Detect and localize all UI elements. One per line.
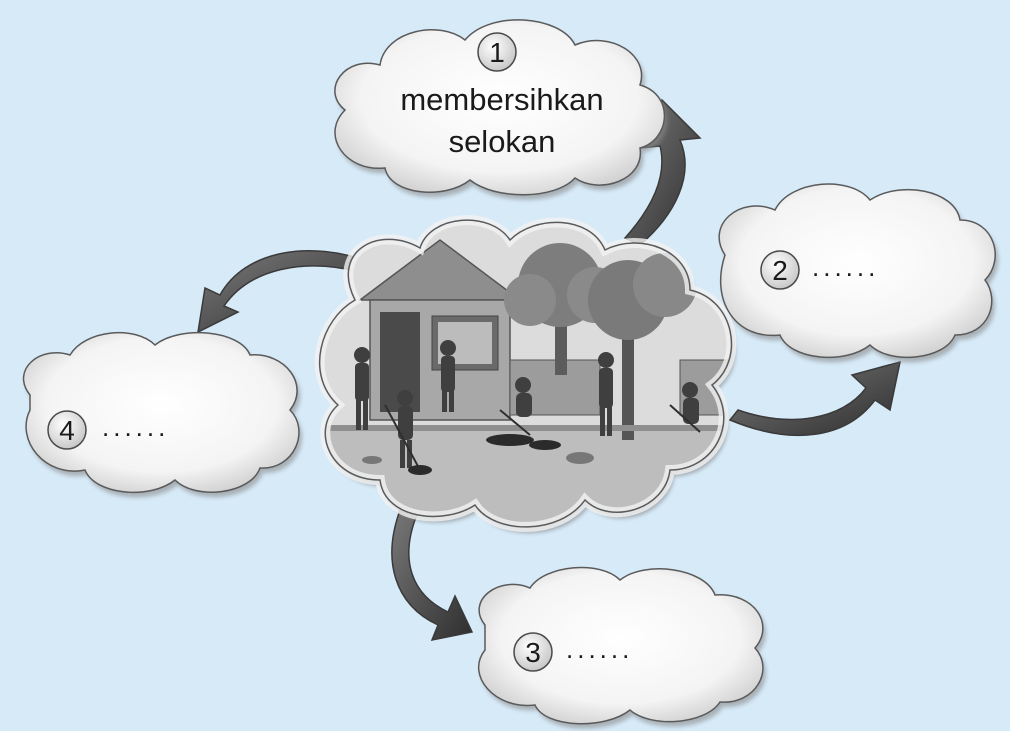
badge-1-number: 1 (489, 37, 505, 68)
cloud-3-blank: ...... (566, 634, 633, 664)
cloud-1-line1: membersihkan (400, 82, 603, 117)
arrow-to-1 (623, 98, 702, 246)
number-badge-1: 1 (477, 32, 517, 72)
number-badge-2: 2 (760, 250, 800, 290)
cloud-1: 1 membersihkan selokan (334, 19, 668, 200)
badge-3-number: 3 (525, 637, 541, 668)
community-cleanup-illustration (314, 215, 737, 533)
arrow-to-3 (391, 504, 474, 642)
cloud-4: 4 ...... (22, 332, 302, 498)
house-icon (357, 239, 523, 421)
badge-2-number: 2 (772, 255, 788, 286)
arrow-to-2 (728, 360, 901, 436)
badge-4-number: 4 (59, 415, 75, 446)
cloud-1-line2: selokan (449, 124, 556, 159)
number-badge-3: 3 (513, 632, 553, 672)
cloud-2: 2 ...... (718, 183, 999, 363)
cloud-2-blank: ...... (812, 252, 879, 282)
people-icon (354, 340, 699, 468)
number-badge-4: 4 (47, 410, 87, 450)
cloud-3: 3 ...... (478, 566, 766, 729)
cloud-4-blank: ...... (102, 412, 169, 442)
tree-icon (504, 243, 697, 440)
